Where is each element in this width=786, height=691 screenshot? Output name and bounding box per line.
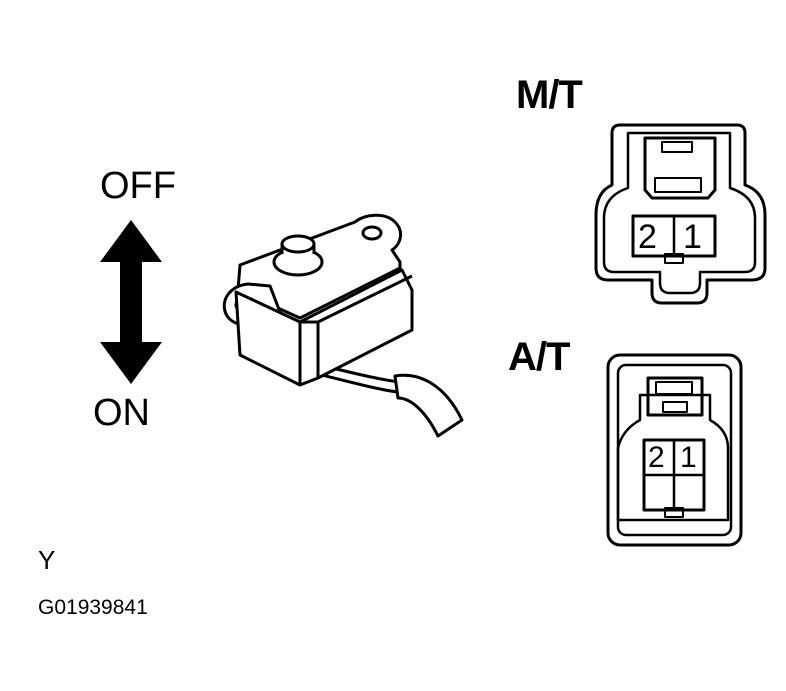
at-connector-label: A/T — [508, 335, 570, 379]
code-letter: Y — [38, 545, 56, 575]
mt-connector — [594, 123, 767, 305]
at-connector — [606, 353, 743, 547]
on-label: ON — [93, 392, 150, 434]
off-label: OFF — [100, 165, 176, 207]
switch-body — [222, 213, 464, 438]
mt-pin-2: 2 — [638, 218, 657, 256]
mt-connector-label: M/T — [516, 73, 583, 117]
at-pin-2: 2 — [648, 441, 665, 474]
at-pin-1: 1 — [680, 441, 697, 474]
off-on-arrow — [100, 220, 162, 384]
mt-pin-1: 1 — [683, 218, 702, 256]
figure-id: G01939841 — [38, 596, 148, 619]
